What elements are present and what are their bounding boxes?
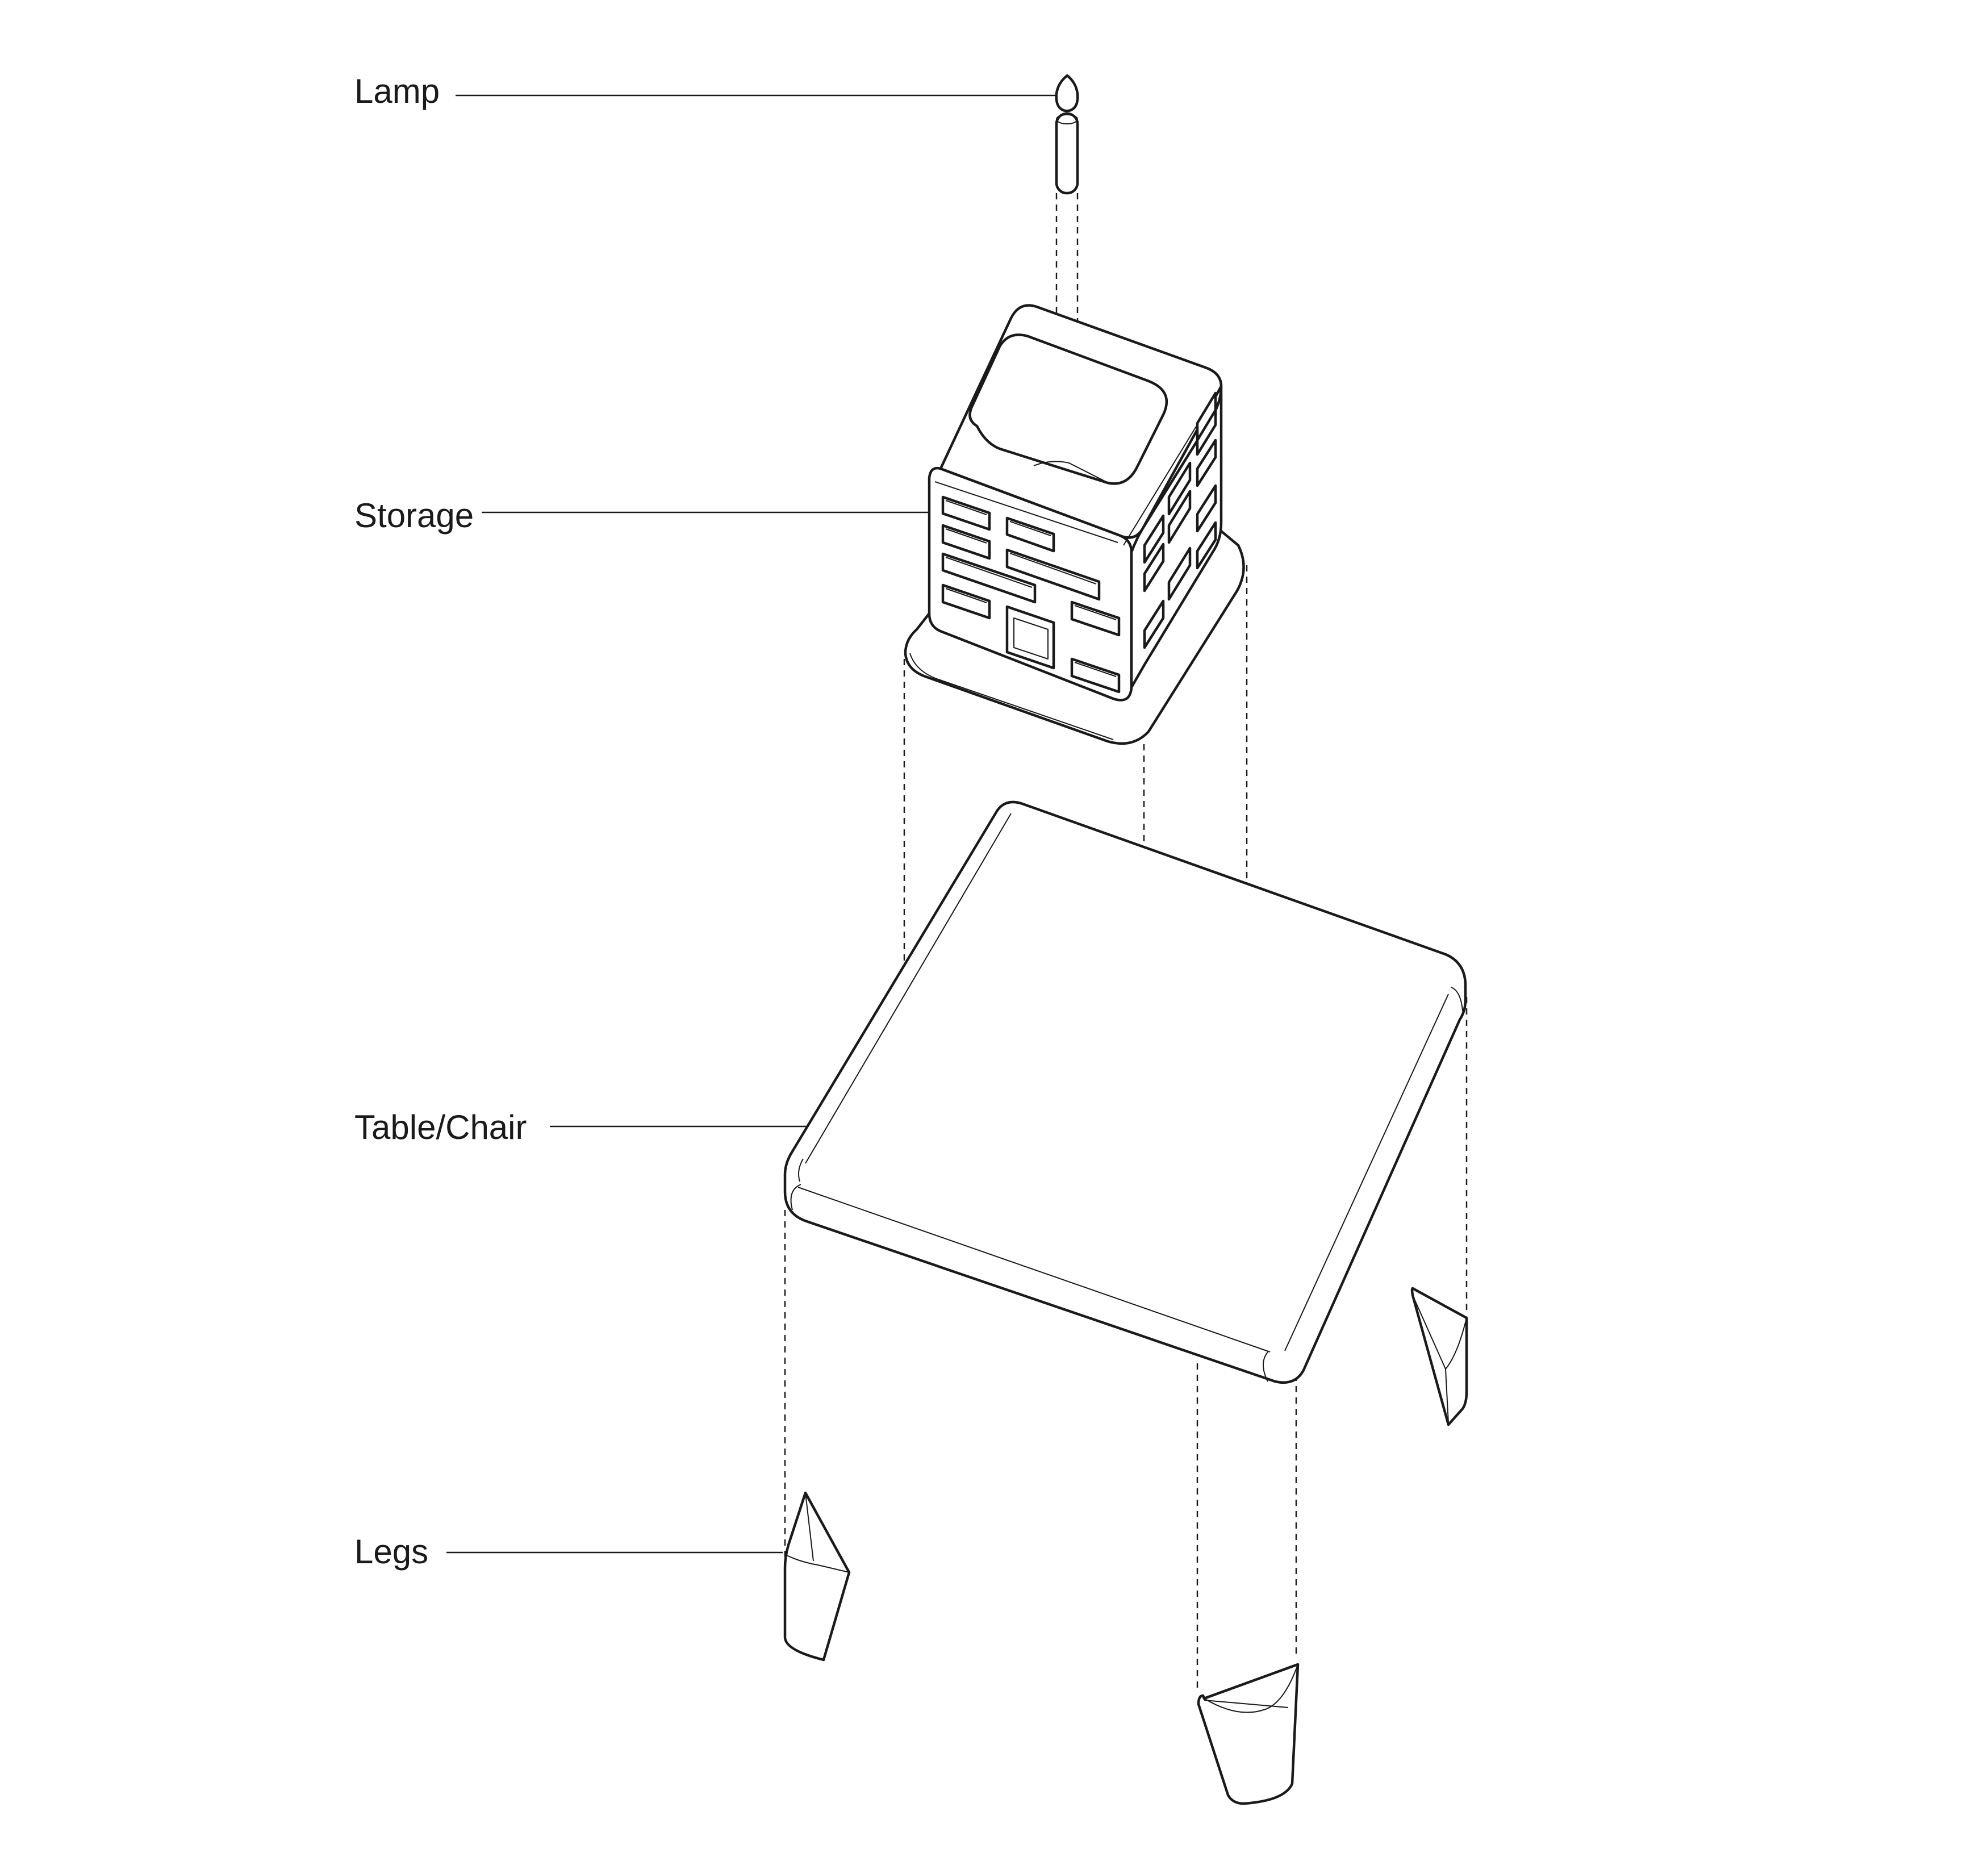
- leader-lines: [446, 94, 1059, 1554]
- label-storage: Storage: [354, 496, 474, 535]
- legs-drawing: [783, 1287, 1468, 1805]
- table-chair-drawing: [783, 800, 1467, 1384]
- label-table-chair: Table/Chair: [354, 1108, 527, 1146]
- lamp-drawing: [1055, 74, 1079, 195]
- label-lamp: Lamp: [354, 72, 440, 110]
- label-legs: Legs: [354, 1533, 429, 1571]
- storage-drawing: [904, 304, 1245, 745]
